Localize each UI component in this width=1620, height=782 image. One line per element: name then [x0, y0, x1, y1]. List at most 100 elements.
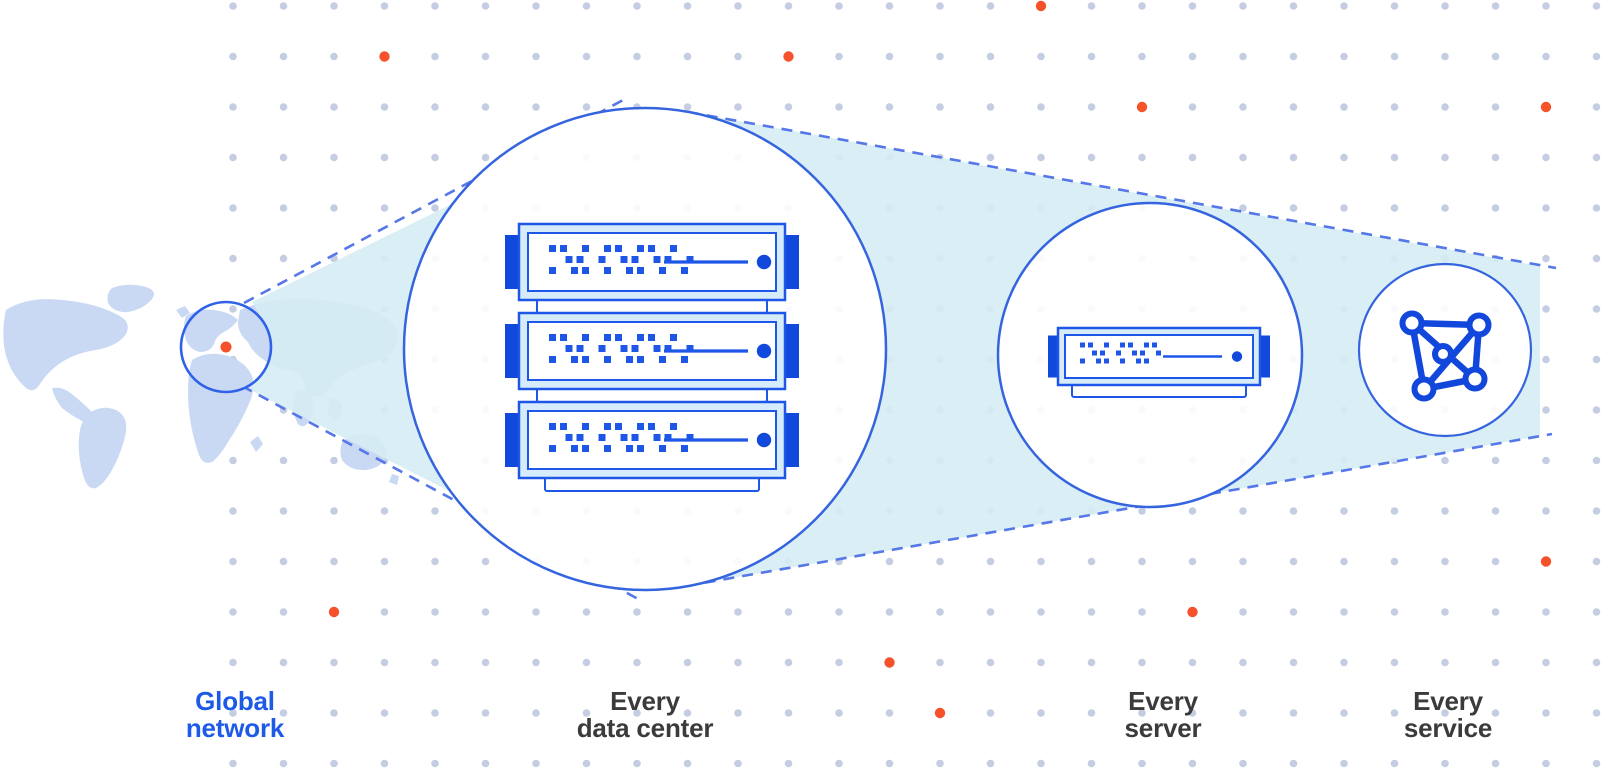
- grid-dot: [1188, 658, 1197, 667]
- grid-dot: [1592, 608, 1601, 616]
- grid-dot: [1441, 103, 1449, 111]
- grid-dot: [431, 153, 439, 162]
- grid-dot: [986, 759, 995, 768]
- grid-dot: [1592, 507, 1601, 515]
- grid-dot: [683, 103, 692, 111]
- grid-dot: [784, 103, 793, 111]
- grid-dot-orange: [1540, 556, 1552, 567]
- grid-dot: [1188, 103, 1197, 111]
- mesh-node: [1411, 376, 1437, 402]
- grid-dot: [229, 305, 237, 313]
- grid-dot: [835, 2, 843, 10]
- grid-dot: [734, 103, 742, 111]
- grid-dot: [784, 2, 793, 10]
- grid-dot: [1390, 103, 1399, 111]
- grid-dot: [380, 2, 389, 10]
- grid-dot: [1087, 759, 1096, 768]
- grid-dot: [1491, 103, 1500, 111]
- grid-dot: [835, 608, 843, 616]
- grid-dot: [1087, 52, 1096, 61]
- grid-dot: [1441, 557, 1449, 566]
- grid-dot: [1289, 658, 1298, 667]
- grid-dot: [1037, 759, 1045, 768]
- label-line: Every: [1413, 686, 1483, 716]
- grid-dot: [1390, 52, 1399, 61]
- grid-dot: [1542, 254, 1550, 263]
- grid-dot: [1592, 52, 1601, 61]
- grid-dot: [431, 507, 439, 515]
- grid-dot: [532, 103, 540, 111]
- grid-dot: [936, 759, 944, 768]
- grid-dot: [1037, 153, 1045, 162]
- grid-dot: [229, 153, 237, 162]
- grid-dot: [784, 709, 793, 717]
- grid-dot: [1491, 658, 1500, 667]
- label-line: data center: [576, 713, 714, 743]
- grid-dot: [1441, 759, 1449, 768]
- grid-dot: [582, 759, 591, 768]
- grid-dot: [229, 507, 237, 515]
- server-led: [756, 254, 772, 270]
- grid-dot: [1592, 456, 1601, 465]
- grid-dot: [936, 2, 944, 10]
- grid-dot: [330, 557, 338, 566]
- grid-dot: [986, 52, 995, 61]
- server-front-panel: [1064, 334, 1254, 379]
- grid-dot: [380, 759, 389, 768]
- grid-dot: [229, 254, 237, 263]
- grid-dot-orange: [1540, 101, 1552, 113]
- grid-dot: [481, 153, 490, 162]
- grid-dot: [1592, 709, 1601, 717]
- grid-dot: [986, 103, 995, 111]
- grid-dot: [1592, 557, 1601, 566]
- grid-dot: [380, 658, 389, 667]
- grid-dot: [633, 658, 641, 667]
- grid-dot: [279, 153, 288, 162]
- grid-dot: [1087, 557, 1096, 566]
- grid-dot: [1289, 759, 1298, 768]
- grid-dot: [1340, 759, 1348, 768]
- grid-dot: [1441, 456, 1449, 465]
- grid-dot: [1542, 305, 1550, 313]
- mesh-node: [1466, 312, 1492, 338]
- grid-dot: [229, 456, 237, 465]
- grid-dot: [885, 759, 894, 768]
- grid-dot: [1592, 406, 1601, 414]
- grid-dot: [734, 52, 742, 61]
- grid-dot-orange: [934, 707, 946, 719]
- grid-dot: [1340, 507, 1348, 515]
- grid-dot: [784, 658, 793, 667]
- grid-dot: [279, 254, 288, 263]
- grid-dot: [1138, 52, 1146, 61]
- grid-dot-orange: [379, 51, 390, 62]
- grid-dot-orange: [1035, 0, 1047, 12]
- map-madagascar: [250, 436, 263, 452]
- mesh-node: [1462, 366, 1488, 392]
- grid-dot: [1188, 52, 1197, 61]
- grid-dot: [1592, 2, 1601, 10]
- grid-dot: [1239, 153, 1247, 162]
- grid-dot: [481, 709, 490, 717]
- grid-dot: [1188, 759, 1197, 768]
- grid-dot: [330, 507, 338, 515]
- grid-dot: [1138, 507, 1146, 515]
- grid-dot: [1592, 355, 1601, 364]
- grid-dot: [835, 709, 843, 717]
- grid-dot: [1037, 608, 1045, 616]
- grid-dot: [1592, 759, 1601, 768]
- grid-dot: [1340, 2, 1348, 10]
- grid-dot: [1289, 557, 1298, 566]
- grid-dot: [431, 2, 439, 10]
- grid-dot: [1542, 507, 1550, 515]
- server-vent-matrix: [549, 334, 694, 363]
- label-every-service: Every service: [1338, 688, 1558, 742]
- grid-dot: [380, 709, 389, 717]
- grid-dot: [1340, 709, 1348, 717]
- grid-dot: [885, 608, 894, 616]
- grid-dot: [1138, 153, 1146, 162]
- grid-dot: [1087, 153, 1096, 162]
- grid-dot: [1340, 153, 1348, 162]
- grid-dot: [1138, 759, 1146, 768]
